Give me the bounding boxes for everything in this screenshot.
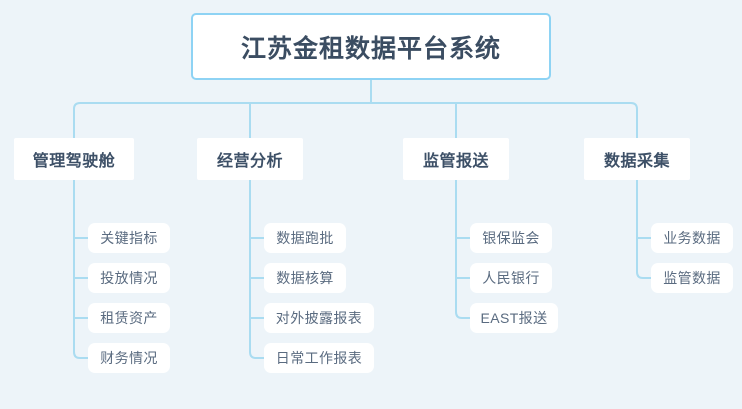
branch-node-business-analysis[interactable]: 经营分析	[197, 138, 303, 180]
leaf-node-pboc[interactable]: 人民银行	[470, 263, 552, 293]
root-node[interactable]: 江苏金租数据平台系统	[191, 13, 551, 80]
leaf-node-financial-status[interactable]: 财务情况	[88, 343, 170, 373]
leaf-node-placement-status[interactable]: 投放情况	[88, 263, 170, 293]
leaf-node-data-accounting[interactable]: 数据核算	[264, 263, 346, 293]
bus-left-drop	[73, 102, 371, 138]
leaf-node-key-indicators[interactable]: 关键指标	[88, 223, 170, 253]
leaf-node-label: 银保监会	[482, 230, 540, 246]
col3-spine	[455, 180, 470, 319]
branch-node-management-cockpit[interactable]: 管理驾驶舱	[14, 138, 134, 180]
leaf-node-label: 关键指标	[100, 230, 158, 246]
branch-node-label: 经营分析	[216, 153, 283, 170]
leaf-node-cbirc[interactable]: 银保监会	[470, 223, 552, 253]
leaf-node-label: 日常工作报表	[275, 350, 363, 366]
leaf-node-label: 业务数据	[663, 230, 721, 246]
leaf-node-east-reporting[interactable]: EAST报送	[470, 303, 558, 333]
leaf-node-data-batch-run[interactable]: 数据跑批	[264, 223, 346, 253]
leaf-node-label: 对外披露报表	[275, 310, 363, 326]
leaf-node-label: 监管数据	[663, 270, 721, 286]
leaf-node-daily-work-report[interactable]: 日常工作报表	[264, 343, 374, 373]
col4-spine	[636, 180, 651, 279]
branch-node-regulatory-reporting[interactable]: 监管报送	[403, 138, 509, 180]
leaf-node-label: 财务情况	[100, 350, 158, 366]
bus-right-drop	[371, 102, 638, 138]
branch-node-label: 管理驾驶舱	[32, 153, 116, 170]
branch-node-label: 数据采集	[603, 153, 670, 170]
leaf-node-label: 数据跑批	[276, 230, 334, 246]
leaf-node-label: EAST报送	[480, 310, 548, 326]
leaf-node-label: 人民银行	[482, 270, 540, 286]
root-node-label: 江苏金租数据平台系统	[240, 34, 501, 63]
col2-spine	[249, 180, 264, 359]
leaf-node-business-data[interactable]: 业务数据	[651, 223, 733, 253]
leaf-node-leased-assets[interactable]: 租赁资产	[88, 303, 170, 333]
leaf-node-regulatory-data[interactable]: 监管数据	[651, 263, 733, 293]
branch-node-data-collection[interactable]: 数据采集	[584, 138, 690, 180]
leaf-node-label: 投放情况	[100, 270, 158, 286]
branch-node-label: 监管报送	[422, 153, 489, 170]
leaf-node-label: 租赁资产	[100, 310, 158, 326]
col1-spine	[73, 180, 88, 359]
leaf-node-label: 数据核算	[276, 270, 334, 286]
leaf-node-external-disclosure-report[interactable]: 对外披露报表	[264, 303, 374, 333]
